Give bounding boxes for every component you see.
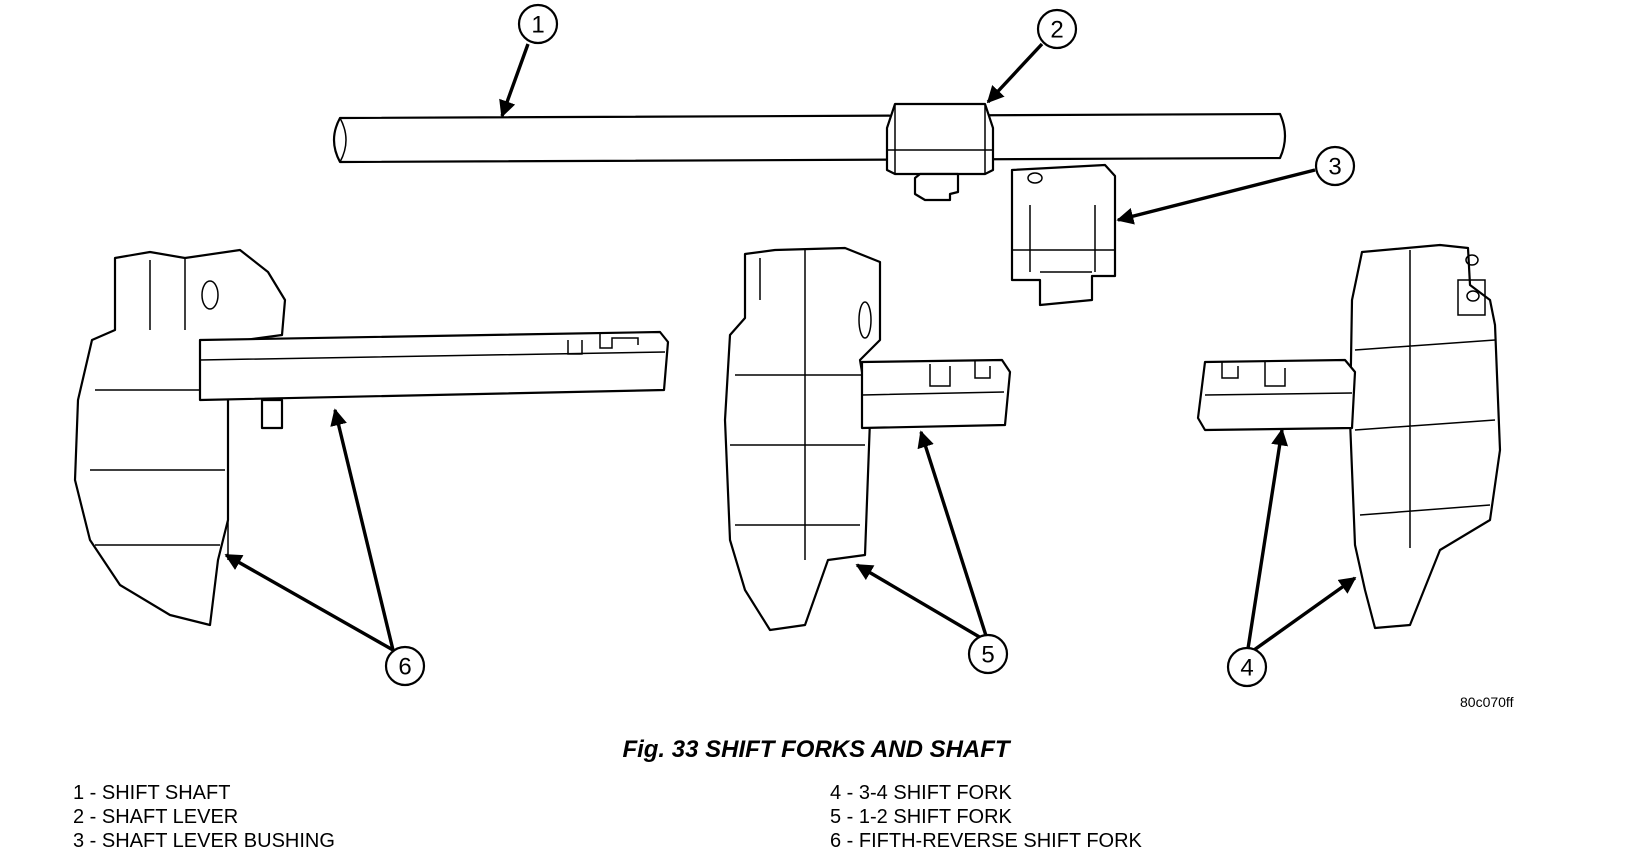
- svg-text:2: 2: [1050, 17, 1063, 44]
- one-two-shift-fork: [723, 246, 1012, 632]
- legend-item-shaft-lever: 2 - SHAFT LEVER: [73, 806, 239, 828]
- shift-shaft: [332, 112, 1287, 164]
- legend-left: 1 - SHIFT SHAFT 2 - SHAFT LEVER 3 - SHAF…: [73, 781, 335, 853]
- three-four-shift-fork: [1196, 243, 1502, 630]
- callout-3: 3: [1314, 145, 1356, 187]
- shaft-lever-bushing: [1010, 163, 1117, 307]
- fifth-reverse-shift-fork: [73, 248, 670, 627]
- callout-2: 2: [1036, 8, 1078, 50]
- svg-text:1: 1: [531, 12, 544, 39]
- exploded-diagram: 1 2 3 4 5 6: [73, 3, 1502, 688]
- svg-text:6: 6: [398, 654, 411, 681]
- legend-item-3-4-shift-fork: 4 - 3-4 SHIFT FORK: [830, 782, 1012, 804]
- callout-5: 5: [967, 633, 1009, 675]
- legend-item-1-2-shift-fork: 5 - 1-2 SHIFT FORK: [830, 806, 1012, 828]
- legend-right: 4 - 3-4 SHIFT FORK 5 - 1-2 SHIFT FORK 6 …: [830, 781, 1142, 853]
- figure-caption: Fig. 33 SHIFT FORKS AND SHAFT: [622, 736, 1010, 763]
- callout-4: 4: [1226, 646, 1268, 688]
- figure-code: 80c070ff: [1460, 694, 1514, 710]
- legend-item-fifth-reverse-shift-fork: 6 - FIFTH-REVERSE SHIFT FORK: [830, 830, 1142, 852]
- svg-text:4: 4: [1240, 655, 1253, 682]
- legend-item-shaft-lever-bushing: 3 - SHAFT LEVER BUSHING: [73, 830, 335, 852]
- callout-6: 6: [384, 645, 426, 687]
- callout-1: 1: [517, 3, 559, 45]
- shaft-lever: [885, 102, 995, 202]
- svg-text:5: 5: [981, 642, 994, 669]
- legend-item-shift-shaft: 1 - SHIFT SHAFT: [73, 782, 231, 804]
- svg-text:3: 3: [1328, 154, 1341, 181]
- leader-lines: [224, 42, 1357, 657]
